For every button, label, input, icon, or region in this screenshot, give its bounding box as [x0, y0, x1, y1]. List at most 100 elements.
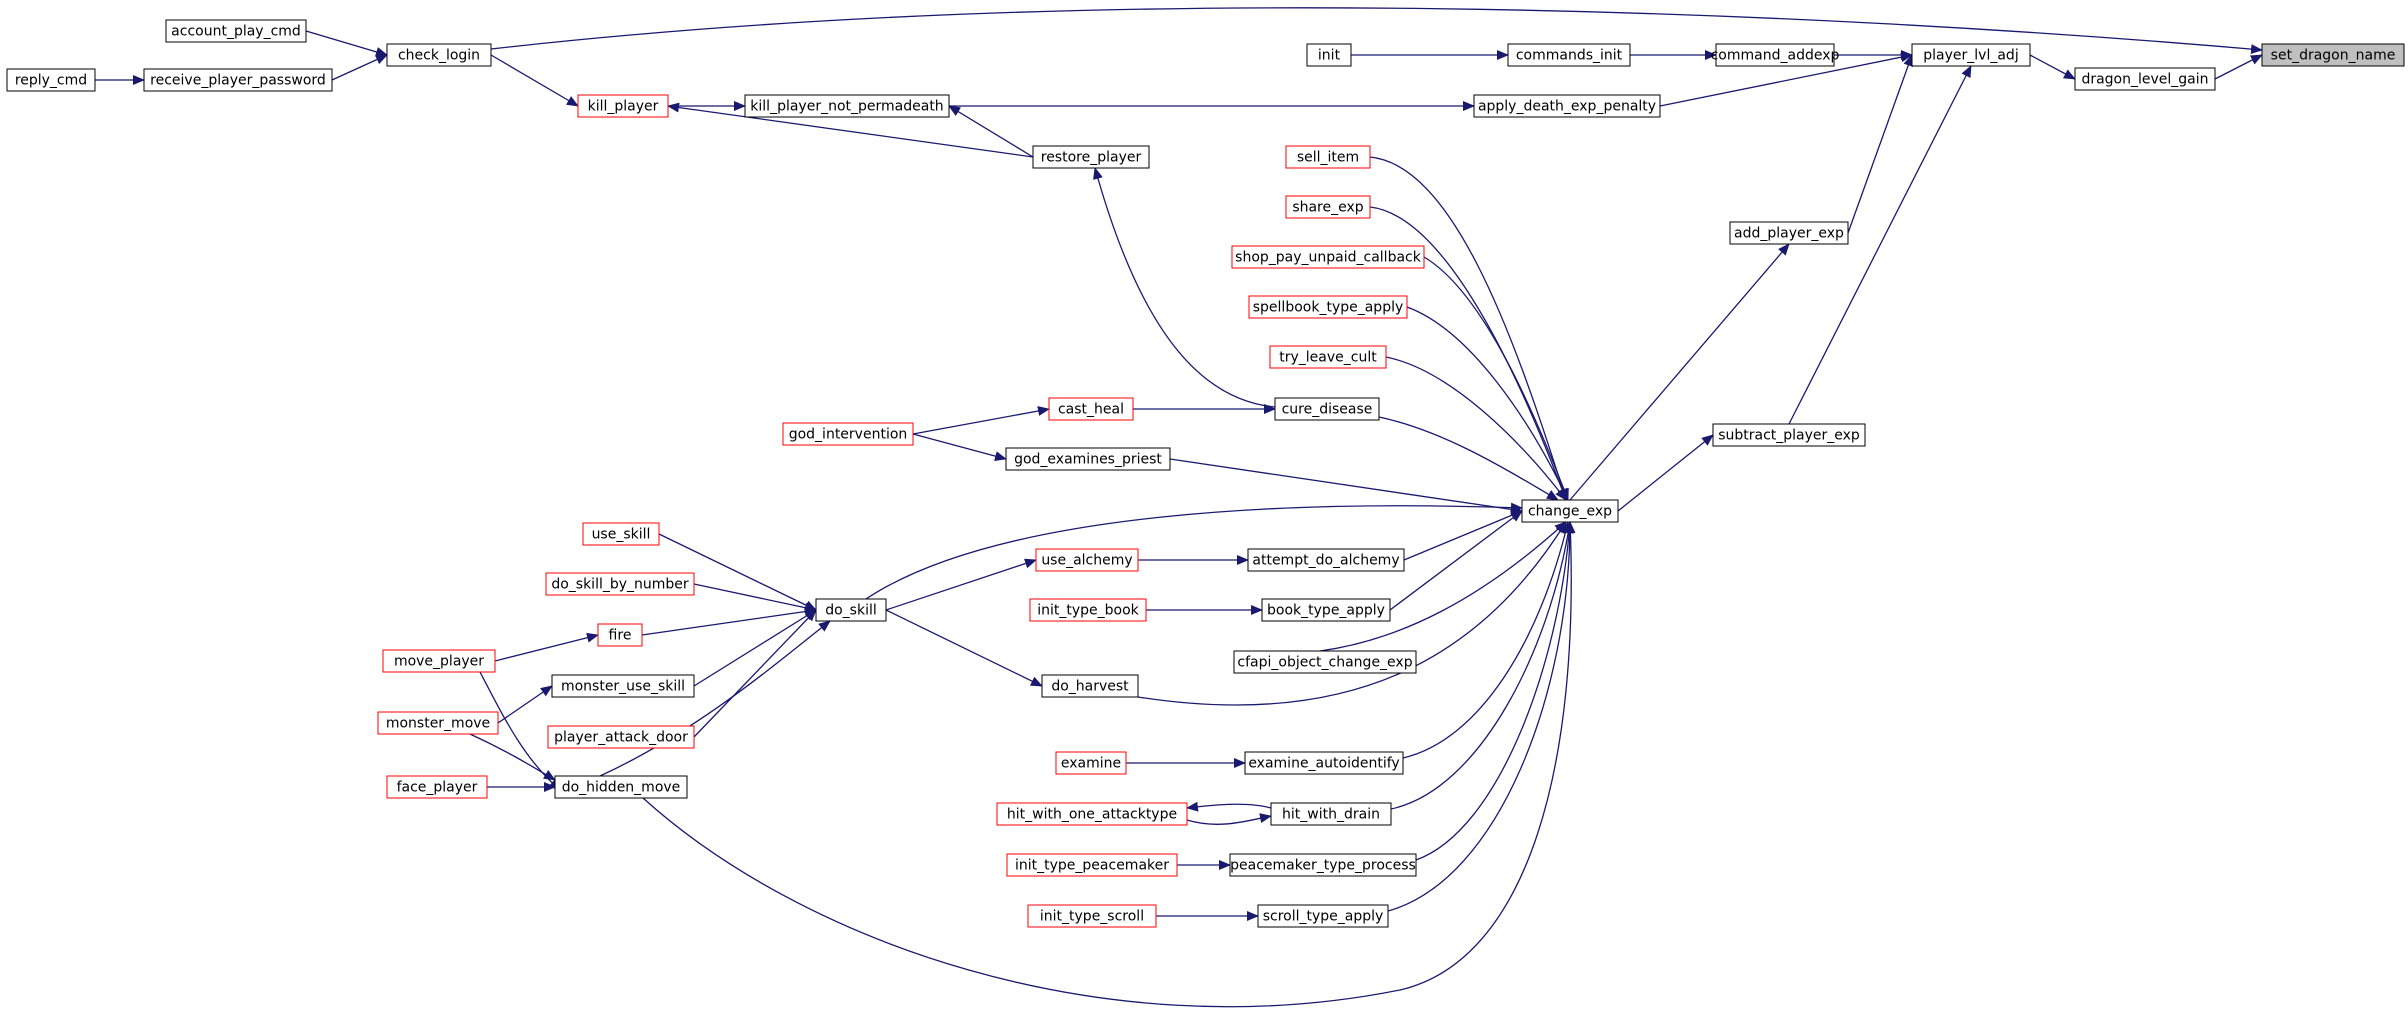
- node-do_harvest[interactable]: do_harvest: [1041, 674, 1139, 698]
- edge-hit_with_drain-to-hit_with_one_attacktype: [1186, 801, 1272, 812]
- node-cast_heal[interactable]: cast_heal: [1048, 397, 1134, 421]
- node-label: dragon_level_gain: [2081, 72, 2208, 88]
- node-box: [554, 775, 688, 799]
- node-share_exp[interactable]: share_exp: [1285, 195, 1371, 219]
- node-label: kill_player: [588, 99, 659, 115]
- node-monster_move[interactable]: monster_move: [377, 711, 499, 735]
- node-box: [1306, 43, 1352, 67]
- node-box: [1715, 43, 1835, 67]
- node-god_examines_priest[interactable]: god_examines_priest: [1005, 447, 1171, 471]
- node-init[interactable]: init: [1306, 43, 1352, 67]
- edge-use_skill-to-do_skill: [658, 533, 817, 611]
- node-box: [551, 674, 695, 698]
- node-label: do_skill: [825, 603, 877, 619]
- node-do_hidden_move[interactable]: do_hidden_move: [554, 775, 688, 799]
- node-examine[interactable]: examine: [1055, 751, 1127, 775]
- node-label: check_login: [398, 48, 480, 64]
- node-label: init_type_peacemaker: [1015, 858, 1169, 874]
- node-box: [1507, 43, 1631, 67]
- node-init_type_book[interactable]: init_type_book: [1029, 598, 1147, 622]
- node-kill_player_not_permadeath[interactable]: kill_player_not_permadeath: [744, 94, 950, 118]
- node-do_skill[interactable]: do_skill: [815, 598, 887, 622]
- node-hit_with_drain[interactable]: hit_with_drain: [1270, 802, 1392, 826]
- node-fire[interactable]: fire: [597, 623, 643, 647]
- node-spellbook_type_apply[interactable]: spellbook_type_apply: [1248, 295, 1408, 319]
- node-label: cfapi_object_change_exp: [1237, 655, 1412, 671]
- edge-check_login-to-set_dragon_name: [490, 7, 2263, 55]
- edge-fire-to-do_skill: [641, 606, 817, 636]
- node-label: hit_with_drain: [1282, 807, 1380, 823]
- node-scroll_type_apply[interactable]: scroll_type_apply: [1257, 904, 1389, 928]
- node-box: [545, 572, 695, 596]
- edge-share_exp-to-change_exp: [1369, 206, 1567, 501]
- node-label: commands_init: [1516, 48, 1623, 64]
- node-cfapi_object_change_exp[interactable]: cfapi_object_change_exp: [1233, 650, 1417, 674]
- node-do_skill_by_number[interactable]: do_skill_by_number: [545, 572, 695, 596]
- node-set_dragon_name[interactable]: set_dragon_name: [2261, 43, 2405, 67]
- node-box: [165, 19, 307, 43]
- node-box: [1261, 598, 1391, 622]
- node-label: reply_cmd: [15, 73, 87, 89]
- node-add_player_exp[interactable]: add_player_exp: [1729, 221, 1849, 245]
- node-label: try_leave_cult: [1279, 350, 1377, 366]
- node-restore_player[interactable]: restore_player: [1032, 145, 1150, 169]
- node-check_login[interactable]: check_login: [386, 43, 492, 67]
- node-receive_player_password[interactable]: receive_player_password: [143, 68, 333, 92]
- node-label: restore_player: [1041, 150, 1142, 166]
- edge-god_intervention-to-cast_heal: [912, 406, 1050, 435]
- node-peacemaker_type_process[interactable]: peacemaker_type_process: [1229, 853, 1417, 877]
- node-label: init_type_scroll: [1040, 909, 1144, 925]
- node-box: [1911, 43, 2031, 67]
- edge-do_harvest-to-change_exp: [1137, 521, 1567, 706]
- node-monster_use_skill[interactable]: monster_use_skill: [551, 674, 695, 698]
- edge-do_skill-to-use_alchemy: [885, 558, 1037, 611]
- node-use_alchemy[interactable]: use_alchemy: [1035, 548, 1139, 572]
- node-book_type_apply[interactable]: book_type_apply: [1261, 598, 1391, 622]
- node-box: [1041, 674, 1139, 698]
- edge-do_skill_by_number-to-do_skill: [693, 583, 817, 613]
- node-box: [1274, 397, 1380, 421]
- edge-hit_with_one_attacktype-to-hit_with_drain: [1186, 813, 1272, 825]
- edge-monster_use_skill-to-do_skill: [693, 609, 817, 687]
- node-god_intervention[interactable]: god_intervention: [782, 422, 914, 446]
- node-label: examine: [1061, 756, 1121, 772]
- node-change_exp[interactable]: change_exp: [1521, 499, 1619, 523]
- node-kill_player[interactable]: kill_player: [577, 94, 669, 118]
- edge-shop_pay_unpaid_callback-to-change_exp: [1423, 256, 1569, 501]
- node-label: use_skill: [592, 527, 651, 543]
- node-account_play_cmd[interactable]: account_play_cmd: [165, 19, 307, 43]
- edge-examine_autoidentify-to-change_exp: [1402, 521, 1571, 759]
- edge-player_attack_door-to-do_skill: [693, 609, 817, 738]
- node-player_lvl_adj[interactable]: player_lvl_adj: [1911, 43, 2031, 67]
- node-box: [1285, 145, 1371, 169]
- node-reply_cmd[interactable]: reply_cmd: [6, 68, 96, 92]
- node-subtract_player_exp[interactable]: subtract_player_exp: [1712, 423, 1866, 447]
- node-box: [1006, 853, 1178, 877]
- node-box: [1055, 751, 1127, 775]
- node-box: [582, 522, 660, 546]
- node-move_player[interactable]: move_player: [382, 649, 496, 673]
- node-box: [1231, 245, 1425, 269]
- node-command_addexp[interactable]: command_addexp: [1711, 43, 1840, 67]
- node-attempt_do_alchemy[interactable]: attempt_do_alchemy: [1247, 548, 1405, 572]
- node-try_leave_cult[interactable]: try_leave_cult: [1269, 345, 1387, 369]
- node-box: [1247, 548, 1405, 572]
- node-box: [386, 775, 488, 799]
- edge-monster_move-to-do_hidden_move: [469, 733, 556, 781]
- node-hit_with_one_attacktype[interactable]: hit_with_one_attacktype: [996, 802, 1188, 826]
- node-init_type_scroll[interactable]: init_type_scroll: [1027, 904, 1157, 928]
- node-sell_item[interactable]: sell_item: [1285, 145, 1371, 169]
- node-cure_disease[interactable]: cure_disease: [1274, 397, 1380, 421]
- node-init_type_peacemaker[interactable]: init_type_peacemaker: [1006, 853, 1178, 877]
- node-shop_pay_unpaid_callback[interactable]: shop_pay_unpaid_callback: [1231, 245, 1425, 269]
- node-apply_death_exp_penalty[interactable]: apply_death_exp_penalty: [1473, 94, 1661, 118]
- node-use_skill[interactable]: use_skill: [582, 522, 660, 546]
- node-player_attack_door[interactable]: player_attack_door: [547, 725, 695, 749]
- node-face_player[interactable]: face_player: [386, 775, 488, 799]
- node-dragon_level_gain[interactable]: dragon_level_gain: [2074, 67, 2216, 91]
- node-examine_autoidentify[interactable]: examine_autoidentify: [1244, 751, 1404, 775]
- node-commands_init[interactable]: commands_init: [1507, 43, 1631, 67]
- node-box: [1233, 650, 1417, 674]
- edge-peacemaker_type_process-to-change_exp: [1415, 521, 1575, 861]
